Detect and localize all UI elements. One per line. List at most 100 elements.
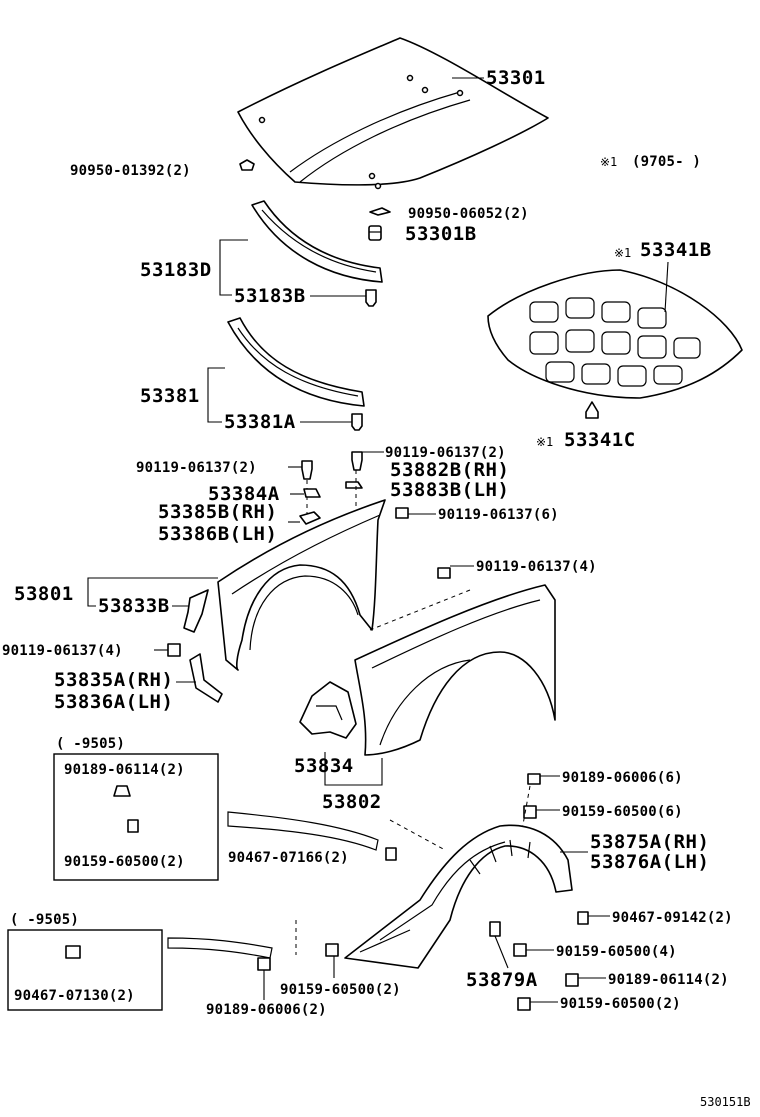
label-90189-06006-6: 90189-06006(6)	[562, 770, 683, 786]
label-90950-06052: 90950-06052(2)	[408, 206, 529, 222]
box2-header: ( -9505)	[10, 912, 79, 928]
screw-icon-2b	[517, 997, 531, 1011]
cushion-icon	[369, 207, 391, 216]
bolt-icon-1	[351, 451, 363, 471]
label-90950-01392: 90950-01392(2)	[70, 163, 191, 179]
bracket-53381	[207, 367, 225, 423]
seal-clip-2-icon	[351, 413, 363, 431]
label-53875A: 53875A(RH)	[590, 831, 709, 853]
direction-arrow-1	[227, 811, 379, 851]
label-90159-60500-2a: 90159-60500(2)	[280, 982, 401, 998]
note-marker-top: ※1	[600, 155, 617, 169]
note-marker-53341B: ※1	[614, 246, 631, 260]
label-90467-07166: 90467-07166(2)	[228, 850, 349, 866]
label-90119-06137-6: 90119-06137(6)	[438, 507, 559, 523]
fender-liner-bracket	[299, 681, 357, 739]
dash-liner-2	[389, 819, 446, 851]
label-53879A: 53879A	[466, 969, 538, 991]
label-90159-60500-2b: 90159-60500(2)	[560, 996, 681, 1012]
bracket-53801	[87, 577, 218, 592]
label-90159-60500-6: 90159-60500(6)	[562, 804, 683, 820]
bracket-53802	[324, 752, 383, 786]
right-fender-panel	[354, 584, 556, 756]
screw-icon-2a	[325, 943, 339, 957]
seal-pad-icon	[299, 511, 321, 525]
clip-icon-box1-a	[113, 785, 131, 797]
label-90189-06114-2: 90189-06114(2)	[608, 972, 729, 988]
label-53301B: 53301B	[405, 223, 477, 245]
bolt-icon-4	[167, 643, 181, 657]
screw-icon-4	[513, 943, 527, 957]
label-53802: 53802	[322, 791, 382, 813]
leader-53341B	[664, 261, 669, 313]
clip-icon-6	[527, 773, 541, 785]
ref-code: 530151B	[700, 1095, 751, 1109]
note-date: (9705- )	[632, 154, 701, 170]
label-53386B: 53386B(LH)	[158, 523, 277, 545]
label-90159-60500-4: 90159-60500(4)	[556, 944, 677, 960]
left-fender-panel	[217, 499, 386, 671]
label-90119-06137-4b: 90119-06137(4)	[2, 643, 123, 659]
label-53835A: 53835A(RH)	[54, 669, 173, 691]
note-marker-53341C: ※1	[536, 435, 553, 449]
clip-icon-07166	[385, 847, 397, 861]
label-90467-07130: 90467-07130(2)	[14, 988, 135, 1004]
label-90189-06114-box: 90189-06114(2)	[64, 762, 185, 778]
label-90159-60500-box: 90159-60500(2)	[64, 854, 185, 870]
fender-bracket-icon	[183, 589, 209, 633]
label-90189-06006-2: 90189-06006(2)	[206, 1002, 327, 1018]
bracket-53183D	[219, 239, 248, 296]
label-53183D: 53183D	[140, 259, 212, 281]
bracket-plate-icon	[345, 481, 363, 489]
fender-brace-icon	[189, 653, 223, 703]
label-90119-06137-2b: 90119-06137(2)	[385, 445, 506, 461]
dash-fender	[369, 589, 471, 631]
label-53883B: 53883B(LH)	[390, 479, 509, 501]
clip-icon-06114	[565, 973, 579, 987]
clip-icon-53879A	[489, 921, 501, 937]
label-53381A: 53381A	[224, 411, 296, 433]
label-90467-09142: 90467-09142(2)	[612, 910, 733, 926]
box1-header: ( -9505)	[56, 736, 125, 752]
clip-icon-09142	[577, 911, 589, 925]
insulator-clip-icon	[585, 401, 599, 419]
clip-icon-box1-b	[127, 819, 139, 833]
label-53836A: 53836A(LH)	[54, 691, 173, 713]
clip-icon-06006-2	[257, 957, 271, 971]
hood-seal-strip	[251, 200, 383, 283]
bolt-icon-3	[395, 507, 409, 519]
screw-icon-6	[523, 805, 537, 819]
bolt-icon-2	[301, 460, 313, 480]
label-53801: 53801	[14, 583, 74, 605]
box1-frame	[53, 753, 219, 881]
hood-clip-icon	[239, 159, 255, 171]
label-90119-06137-2a: 90119-06137(2)	[136, 460, 257, 476]
label-53385B: 53385B(RH)	[158, 501, 277, 523]
direction-arrow-2	[167, 937, 273, 959]
bracket-53801-b	[87, 592, 96, 607]
box2-frame	[7, 929, 163, 1011]
label-53876A: 53876A(LH)	[590, 851, 709, 873]
shim-icon	[303, 488, 321, 498]
hood-cushion-icon	[368, 225, 382, 241]
radiator-seal-strip	[227, 317, 365, 407]
label-53833B: 53833B	[98, 595, 170, 617]
seal-clip-icon	[365, 289, 377, 307]
hood-insulator	[487, 269, 743, 399]
leader-53879A	[494, 935, 509, 969]
label-53381: 53381	[140, 385, 200, 407]
label-53341C: 53341C	[564, 429, 636, 451]
label-53183B: 53183B	[234, 285, 306, 307]
bolt-icon-5	[437, 567, 451, 579]
hood-panel	[237, 37, 549, 190]
label-53341B: 53341B	[640, 239, 712, 261]
clip-icon-box2	[65, 945, 81, 959]
label-53384A: 53384A	[208, 483, 280, 505]
label-90119-06137-4a: 90119-06137(4)	[476, 559, 597, 575]
fender-liner	[344, 824, 573, 969]
label-53301: 53301	[486, 67, 546, 89]
label-53834: 53834	[294, 755, 354, 777]
label-53882B: 53882B(RH)	[390, 459, 509, 481]
